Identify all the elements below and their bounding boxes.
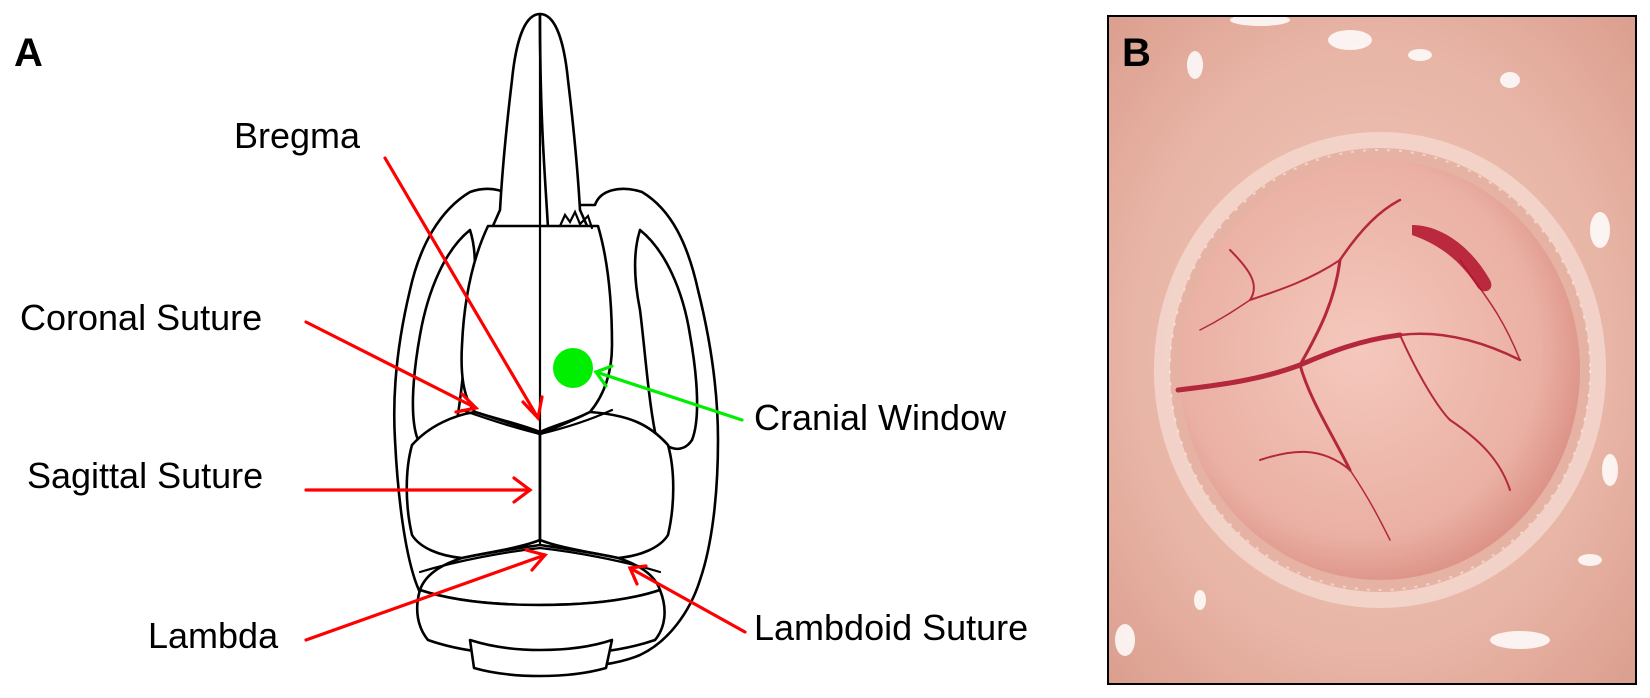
photo-frame bbox=[1107, 15, 1637, 685]
occipital-bone bbox=[415, 588, 666, 657]
lambda-arrow bbox=[304, 548, 548, 642]
cranial-window-arrow bbox=[593, 364, 744, 422]
right-parietal-bone bbox=[538, 410, 675, 560]
skull-drawing bbox=[392, 12, 720, 678]
coronal-suture-line bbox=[460, 408, 614, 436]
bregma-arrow bbox=[383, 156, 544, 422]
right-zygomatic-arch bbox=[633, 228, 699, 451]
lambdoid-suture-arrow bbox=[627, 564, 747, 634]
panel-b: B bbox=[1107, 15, 1637, 685]
panel-a: A bbox=[14, 12, 1028, 678]
frontonasal-suture bbox=[558, 209, 594, 230]
coronal-suture-arrow bbox=[304, 320, 480, 414]
lambda-label: Lambda bbox=[148, 615, 279, 656]
panel-b-letter: B bbox=[1122, 31, 1151, 75]
sagittal-suture-label: Sagittal Suture bbox=[27, 455, 263, 496]
left-parietal-bone bbox=[405, 410, 542, 560]
cranial-window-dot bbox=[553, 348, 593, 388]
nasal-bones-right bbox=[538, 12, 590, 230]
lambdoid-suture-line bbox=[418, 546, 662, 574]
surgery-photo bbox=[1108, 16, 1636, 684]
lambdoid-suture-label: Lambdoid Suture bbox=[754, 607, 1028, 648]
bregma-label: Bregma bbox=[234, 115, 361, 156]
panel-a-letter: A bbox=[14, 31, 43, 75]
sagittal-suture-arrow bbox=[304, 476, 533, 504]
occipital-base bbox=[468, 638, 614, 678]
coronal-suture-label: Coronal Suture bbox=[20, 297, 262, 338]
cranial-window-label: Cranial Window bbox=[754, 397, 1007, 438]
